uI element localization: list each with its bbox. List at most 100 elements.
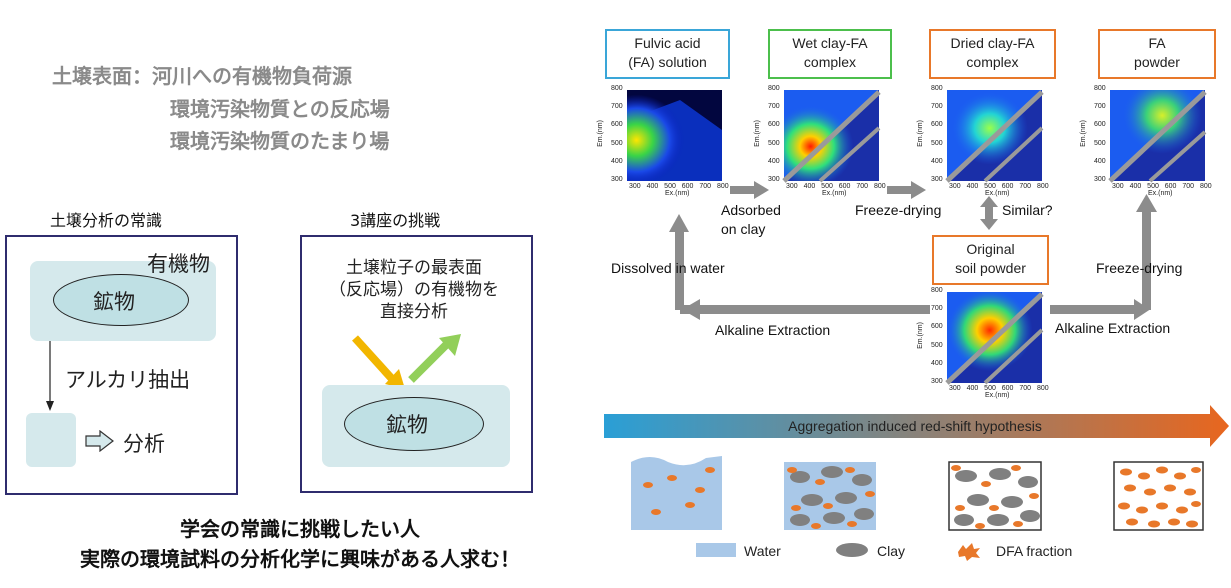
slogan-line-2: 実際の環境試料の分析化学に興味がある人求む！ [80, 547, 520, 571]
wet-clay-box: Wet clay-FA complex [768, 29, 892, 79]
xtick-dried: 400 [966, 183, 979, 190]
xlabel-dried: Ex.(nm) [985, 190, 1010, 197]
mineral-ellipse [53, 274, 189, 326]
fulvic-box-line-2: (FA) solution [628, 54, 707, 70]
wet-box-line-1: Wet clay-FA [792, 35, 868, 51]
ytick-original: 800 [931, 287, 943, 294]
ytick-dried: 400 [931, 157, 943, 165]
ytick-fulvic: 500 [611, 139, 623, 147]
ytick-wet: 400 [768, 157, 780, 165]
challenge-description-line-1: 土壌粒子の最表面 [346, 258, 482, 278]
legend-water-swatch [696, 543, 736, 557]
similar-label: Similar? [1002, 202, 1053, 218]
schematic-fa-powder [1113, 461, 1204, 531]
challenge-panel-title: 3講座の挑戦 [350, 211, 441, 230]
eem-plot-fa-powder [1108, 90, 1207, 183]
xtick-dried: 300 [949, 183, 961, 190]
ytick-fa-powder: 700 [1094, 103, 1106, 111]
ytick-dried: 300 [931, 176, 943, 183]
eem-plot-fulvic [627, 90, 722, 181]
mineral-label: 鉱物 [93, 290, 135, 314]
xtick-wet: 300 [786, 183, 798, 190]
ytick-wet: 600 [768, 121, 780, 129]
challenge-description-line-2: （反応場）の有機物を [329, 280, 499, 300]
extract-square [26, 413, 76, 467]
challenge-description: 土壌粒子の最表面 （反応場）の有機物を 直接分析 [324, 257, 504, 323]
ylabel-fulvic: Em.(nm) [596, 120, 604, 147]
xtick-original: 800 [1036, 385, 1049, 392]
hypothesis-arrow [604, 405, 1229, 447]
xtick-wet: 500 [821, 183, 833, 190]
xtick-dried: 800 [1036, 183, 1049, 190]
dried-clay-box: Dried clay-FA complex [929, 29, 1056, 79]
challenge-description-line-3: 直接分析 [380, 302, 448, 322]
fulvic-acid-box: Fulvic acid (FA) solution [605, 29, 730, 79]
legend-water-label: Water [744, 543, 781, 559]
fa-box-line-2: powder [1134, 54, 1180, 70]
ytick-original: 700 [931, 305, 943, 313]
xtick-original: 700 [1019, 385, 1032, 392]
schematic-water [631, 456, 722, 530]
xtick-fa-powder: 600 [1164, 183, 1177, 190]
freeze-drying-label-1: Freeze-drying [855, 202, 942, 218]
xlabel-fulvic: Ex.(nm) [665, 190, 690, 197]
fa-box-line-1: FA [1148, 35, 1166, 51]
original-soil-box: Original soil powder [932, 235, 1049, 285]
irradiation-arrows-icon [352, 334, 461, 389]
dried-box-line-2: complex [966, 54, 1019, 70]
ytick-fa-powder: 800 [1094, 85, 1106, 92]
down-arrow-icon [46, 341, 54, 411]
xtick-original: 400 [966, 385, 979, 392]
xtick-dried: 700 [1019, 183, 1032, 190]
analysis-label: 分析 [123, 432, 165, 456]
ytick-fulvic: 800 [611, 85, 623, 92]
ytick-fulvic: 600 [611, 121, 623, 129]
fa-powder-box: FA powder [1098, 29, 1216, 79]
ytick-original: 300 [931, 378, 943, 385]
xtick-original: 300 [949, 385, 961, 392]
legend-clay-swatch [836, 543, 868, 557]
ylabel-wet: Em.(nm) [753, 120, 761, 147]
legend-dfa-label: DFA fraction [996, 543, 1073, 559]
soil-surface-line-3: 環境汚染物質のたまり場 [170, 129, 390, 153]
ytick-dried: 700 [931, 103, 943, 111]
ytick-original: 400 [931, 359, 943, 367]
alkaline-extraction-label-2: Alkaline Extraction [1055, 320, 1171, 336]
fulvic-box-line-1: Fulvic acid [634, 35, 701, 51]
xtick-fulvic: 500 [664, 183, 676, 190]
mineral-label: 鉱物 [386, 413, 428, 437]
xtick-wet: 700 [856, 183, 869, 190]
ytick-fa-powder: 600 [1094, 121, 1106, 129]
hypothesis-label: Aggregation induced red-shift hypothesis [788, 418, 1042, 434]
soil-surface-heading: 土壌表面：河川への有機物負荷源 [52, 64, 352, 88]
xlabel-fa-powder: Ex.(nm) [1148, 190, 1173, 197]
freeze-drying-label-2: Freeze-drying [1096, 260, 1183, 276]
xtick-wet: 600 [838, 183, 851, 190]
adsorbed-label-line-1: Adsorbed [721, 202, 781, 218]
ytick-fulvic: 700 [611, 103, 623, 111]
legend-clay-label: Clay [877, 543, 906, 559]
right-arrow-icon [85, 430, 114, 452]
schematic-dried [948, 461, 1042, 531]
ylabel-fa-powder: Em.(nm) [1079, 120, 1087, 147]
xtick-original: 600 [1001, 385, 1014, 392]
xtick-fulvic: 800 [716, 183, 729, 190]
xtick-fa-powder: 300 [1112, 183, 1124, 190]
common-panel: 有機物 鉱物 アルカリ抽出 分析 [5, 235, 238, 495]
dissolved-label: Dissolved in water [611, 260, 725, 276]
ytick-fulvic: 400 [611, 157, 623, 165]
alkaline-extraction-label-1: Alkaline Extraction [715, 322, 831, 338]
challenge-panel: 土壌粒子の最表面 （反応場）の有機物を 直接分析 鉱物 [300, 235, 533, 493]
eem-plot-wet [782, 90, 881, 183]
ytick-wet: 800 [768, 85, 780, 92]
adsorbed-label-line-2: on clay [721, 221, 766, 237]
xtick-fulvic: 300 [629, 183, 641, 190]
mineral-ellipse [344, 397, 484, 451]
xtick-original: 500 [984, 385, 996, 392]
ytick-wet: 700 [768, 103, 780, 111]
slogan-line-1: 学会の常識に挑戦したい人 [180, 517, 420, 541]
xtick-fulvic: 700 [699, 183, 712, 190]
alkali-extraction-label: アルカリ抽出 [65, 368, 191, 392]
ytick-dried: 500 [931, 139, 943, 147]
